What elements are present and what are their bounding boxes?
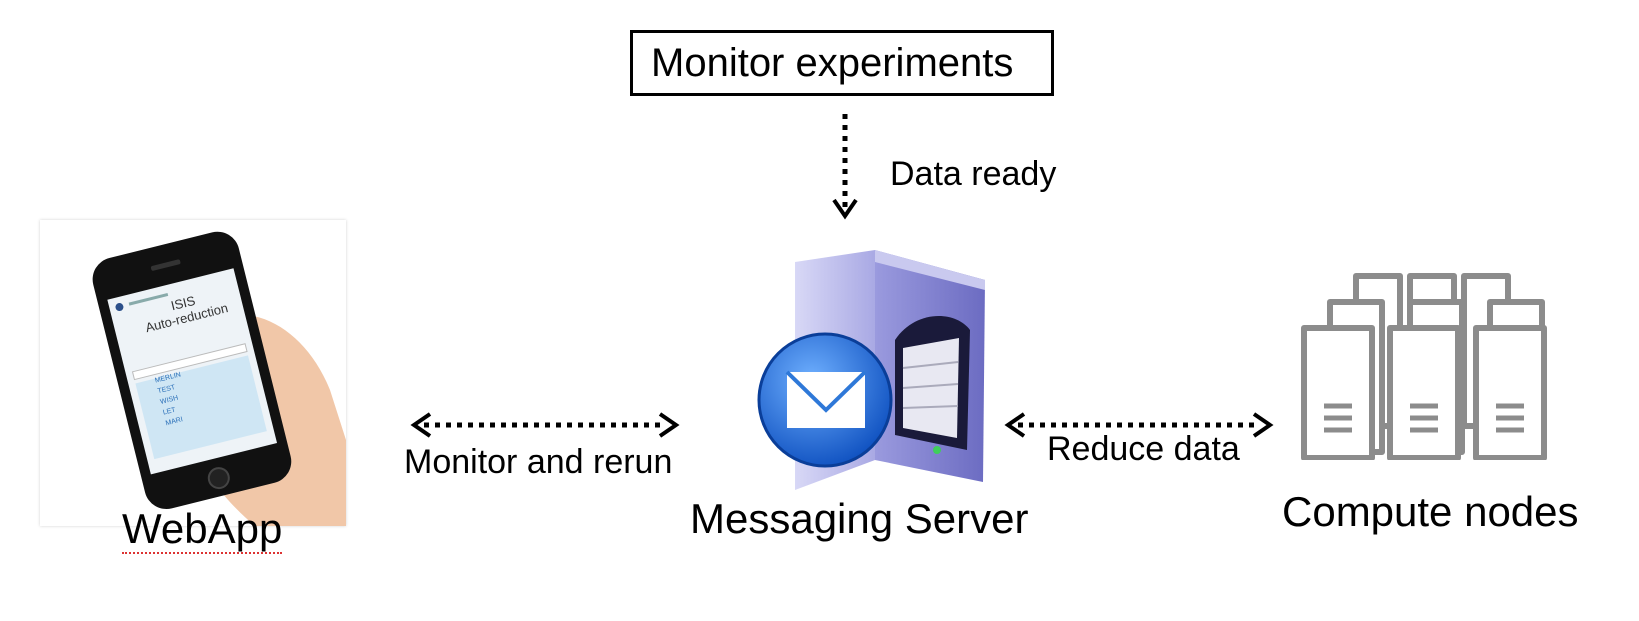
reduce-data-label: Reduce data (1047, 430, 1240, 468)
phone-icon (92, 231, 346, 526)
compute-nodes-caption: Compute nodes (1282, 488, 1579, 535)
monitor-experiments-box: Monitor experiments (630, 30, 1054, 96)
mail-server-icon (757, 250, 985, 490)
monitor-and-rerun-label: Monitor and rerun (404, 443, 673, 481)
webapp-image: ISIS Auto-reduction MERLIN TEST WISH LET… (40, 220, 346, 526)
reduce-data-arrow (1004, 412, 1274, 438)
monitor-experiments-label: Monitor experiments (651, 40, 1014, 85)
data-ready-label: Data ready (890, 155, 1057, 193)
webapp-caption: WebApp (122, 505, 283, 554)
messaging-server-caption: Messaging Server (690, 495, 1029, 542)
data-ready-arrow (832, 114, 858, 220)
server-rack-icon (1301, 273, 1547, 460)
monitor-and-rerun-arrow (410, 412, 680, 438)
